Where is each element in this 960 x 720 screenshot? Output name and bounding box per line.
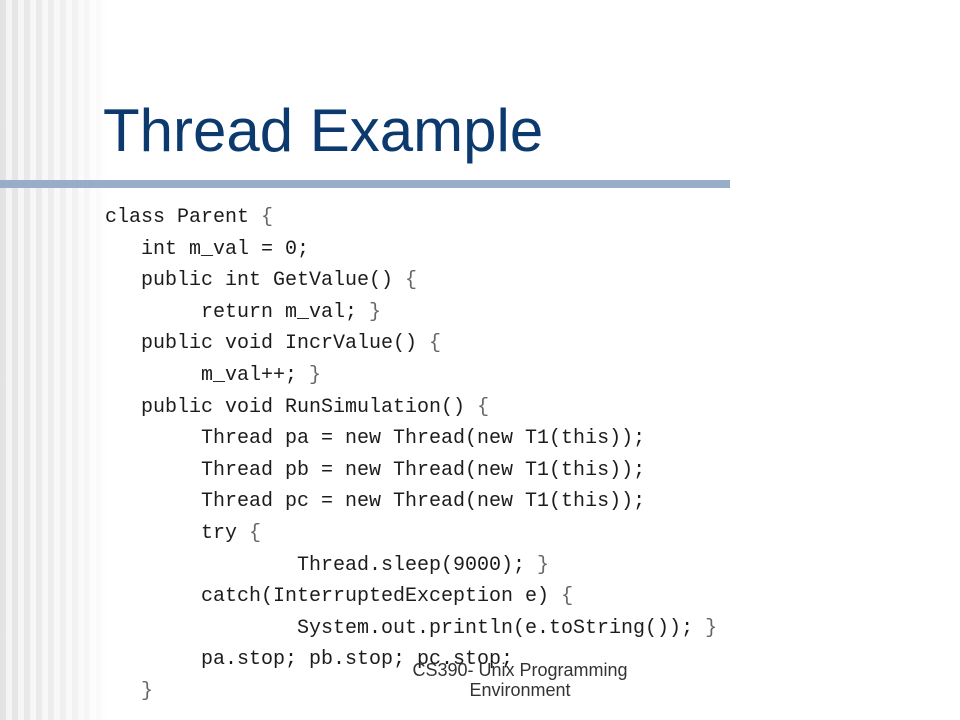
code-line: Thread pb = new Thread(new T1(this)); <box>201 458 646 482</box>
code-line: public void IncrValue() { <box>141 332 442 356</box>
slide-footer: CS390- Unix Programming Environment <box>380 660 660 700</box>
slide-title: Thread Example <box>103 97 544 164</box>
title-underline <box>0 180 730 188</box>
code-line: public int GetValue() { <box>141 269 418 293</box>
code-line: Thread pa = new Thread(new T1(this)); <box>201 427 646 451</box>
footer-subtitle: Environment <box>469 680 571 700</box>
code-line: System.out.println(e.toString()); } <box>297 616 718 640</box>
code-line: m_val++; } <box>201 363 322 387</box>
code-line: Thread.sleep(9000); } <box>297 553 550 577</box>
footer-course: CS390- Unix Programming <box>412 660 628 680</box>
code-block: class Parent { int m_val = 0; public int… <box>105 202 935 708</box>
code-line: } <box>141 679 154 703</box>
background-stripes <box>0 0 110 720</box>
code-line: catch(InterruptedException e) { <box>201 585 574 609</box>
code-line: Thread pc = new Thread(new T1(this)); <box>201 490 646 514</box>
code-line: public void RunSimulation() { <box>141 395 490 419</box>
code-line: class Parent { <box>105 206 274 229</box>
code-line: pa.stop; pb.stop; pc.stop; <box>201 648 514 672</box>
code-line: return m_val; } <box>201 300 382 324</box>
code-line: try { <box>201 521 262 545</box>
code-line: int m_val = 0; <box>141 237 310 261</box>
